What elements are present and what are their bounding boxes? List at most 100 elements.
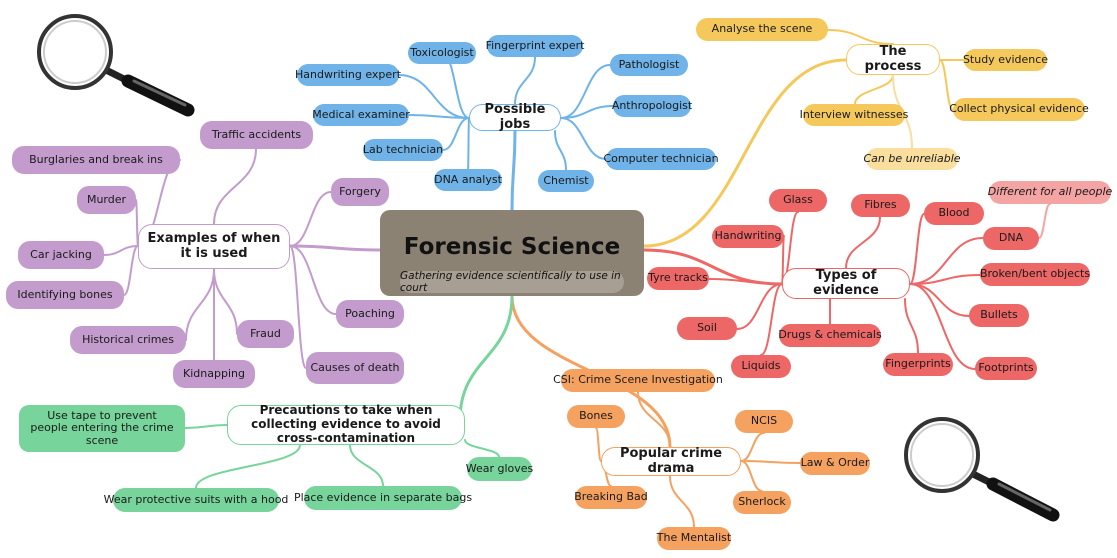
link-evidence [909, 237, 984, 285]
example-identifying-bones: Identifying bones [6, 281, 124, 309]
example-burglaries: Burglaries and break ins [12, 146, 180, 174]
evidence-liquids: Liquids [731, 355, 791, 378]
link-evidence [708, 278, 783, 285]
drama-law-order: Law & Order [800, 452, 870, 475]
link-evidence [909, 274, 981, 285]
link-process [939, 59, 954, 111]
link-example [185, 268, 215, 341]
link-job [560, 117, 607, 160]
link-drama [740, 432, 765, 462]
link-job [398, 74, 470, 119]
link-example [289, 245, 307, 369]
example-car-jacking: Car jacking [18, 241, 104, 269]
link-job [408, 114, 470, 119]
job-chemist: Chemist [538, 170, 594, 192]
link-central-examples [288, 244, 382, 252]
hub-possible-jobs: Possible jobs [469, 102, 561, 131]
link-drama [595, 427, 602, 462]
link-evidence [904, 298, 919, 354]
link-example [123, 245, 139, 296]
hub-popular-crime-drama: Popular crime drama [601, 446, 741, 476]
evidence-broken-objects: Broken/bent objects [980, 263, 1090, 286]
example-historical-crimes: Historical crimes [70, 326, 186, 354]
link-job [467, 117, 470, 170]
link-process [854, 74, 894, 105]
job-anthropologist: Anthropologist [612, 95, 692, 117]
example-kidnapping: Kidnapping [173, 360, 255, 388]
hub-examples-of-use: Examples of when it is used [138, 224, 290, 269]
drama-csi: CSI: Crime Scene Investigation [553, 369, 723, 392]
link-drama [740, 460, 801, 464]
link-job [560, 64, 611, 119]
link-drama [637, 391, 671, 448]
evidence-glass: Glass [769, 189, 827, 212]
precaution-wear-gloves: Wear gloves [466, 457, 533, 481]
job-medical-examiner: Medical examiner [312, 104, 410, 126]
central-subtitle: Gathering evidence scientifically to use… [400, 270, 624, 294]
link-job [560, 105, 614, 119]
central-topic: Forensic Science Gathering evidence scie… [380, 210, 644, 296]
evidence-dna: DNA [983, 227, 1039, 250]
link-central-process [642, 58, 848, 248]
example-murder: Murder [77, 186, 136, 214]
evidence-soil: Soil [677, 317, 737, 340]
link-job [554, 130, 567, 171]
link-drama [740, 460, 763, 492]
drama-sherlock: Sherlock [733, 491, 791, 514]
link-evidence [909, 283, 970, 317]
job-lab-technician: Lab technician [363, 139, 443, 161]
precaution-separate-bags: Place evidence in separate bags [294, 486, 472, 510]
process-note-unreliable: Can be unreliable [863, 148, 961, 170]
process-analyse-scene: Analyse the scene [696, 18, 828, 41]
link-evidence [909, 283, 976, 370]
hub-precautions: Precautions to take when collecting evid… [227, 403, 465, 445]
link-precaution [184, 424, 228, 429]
evidence-bullets: Bullets [969, 304, 1029, 327]
link-drama [669, 475, 695, 528]
link-example [103, 245, 139, 256]
central-title: Forensic Science [403, 234, 621, 260]
link-process [827, 29, 894, 45]
job-dna-analyst: DNA analyst [434, 169, 502, 191]
link-central-jobs [510, 129, 517, 212]
link-job [514, 56, 536, 105]
evidence-note-different: Different for all people [988, 181, 1112, 204]
precaution-protective-suits: Wear protective suits with a hood [104, 488, 288, 512]
link-example [289, 245, 337, 315]
link-evidence [909, 213, 925, 285]
drama-ncis: NCIS [735, 410, 793, 433]
hub-types-of-evidence: Types of evidence [782, 268, 910, 299]
evidence-drugs-chemicals: Drugs & chemicals [778, 324, 882, 347]
link-job [442, 117, 470, 151]
process-interview-witnesses: Interview witnesses [800, 104, 908, 126]
drama-the-mentalist: The Mentalist [657, 527, 731, 550]
evidence-footprints: Footprints [975, 357, 1037, 380]
evidence-tyre-tracks: Tyre tracks [647, 267, 709, 290]
link-evidence [845, 216, 881, 269]
hub-the-process: The process [846, 44, 940, 75]
example-forgery: Forgery [331, 178, 389, 206]
drama-breaking-bad: Breaking Bad [574, 486, 648, 509]
link-example [135, 199, 139, 247]
link-example [213, 148, 257, 225]
link-precaution [349, 444, 384, 487]
example-causes-of-death: Causes of death [306, 352, 404, 384]
evidence-fibres: Fibres [851, 194, 910, 217]
link-precaution [464, 439, 500, 458]
job-pathologist: Pathologist [610, 54, 688, 76]
example-fraud: Fraud [237, 320, 294, 348]
process-study-evidence: Study evidence [963, 49, 1048, 71]
job-toxicologist: Toxicologist [408, 42, 476, 64]
evidence-fingerprints: Fingerprints [883, 353, 953, 376]
job-fingerprint-expert: Fingerprint expert [486, 35, 584, 57]
link-evidence [1038, 203, 1051, 239]
drama-bones: Bones [567, 405, 625, 428]
job-computer-technician: Computer technician [603, 148, 719, 170]
example-traffic-accidents: Traffic accidents [200, 121, 313, 149]
link-evidence [760, 283, 783, 356]
link-central-precautions [458, 294, 514, 422]
link-precaution [195, 444, 301, 489]
evidence-handwriting: Handwriting [712, 225, 784, 248]
evidence-blood: Blood [924, 202, 984, 225]
